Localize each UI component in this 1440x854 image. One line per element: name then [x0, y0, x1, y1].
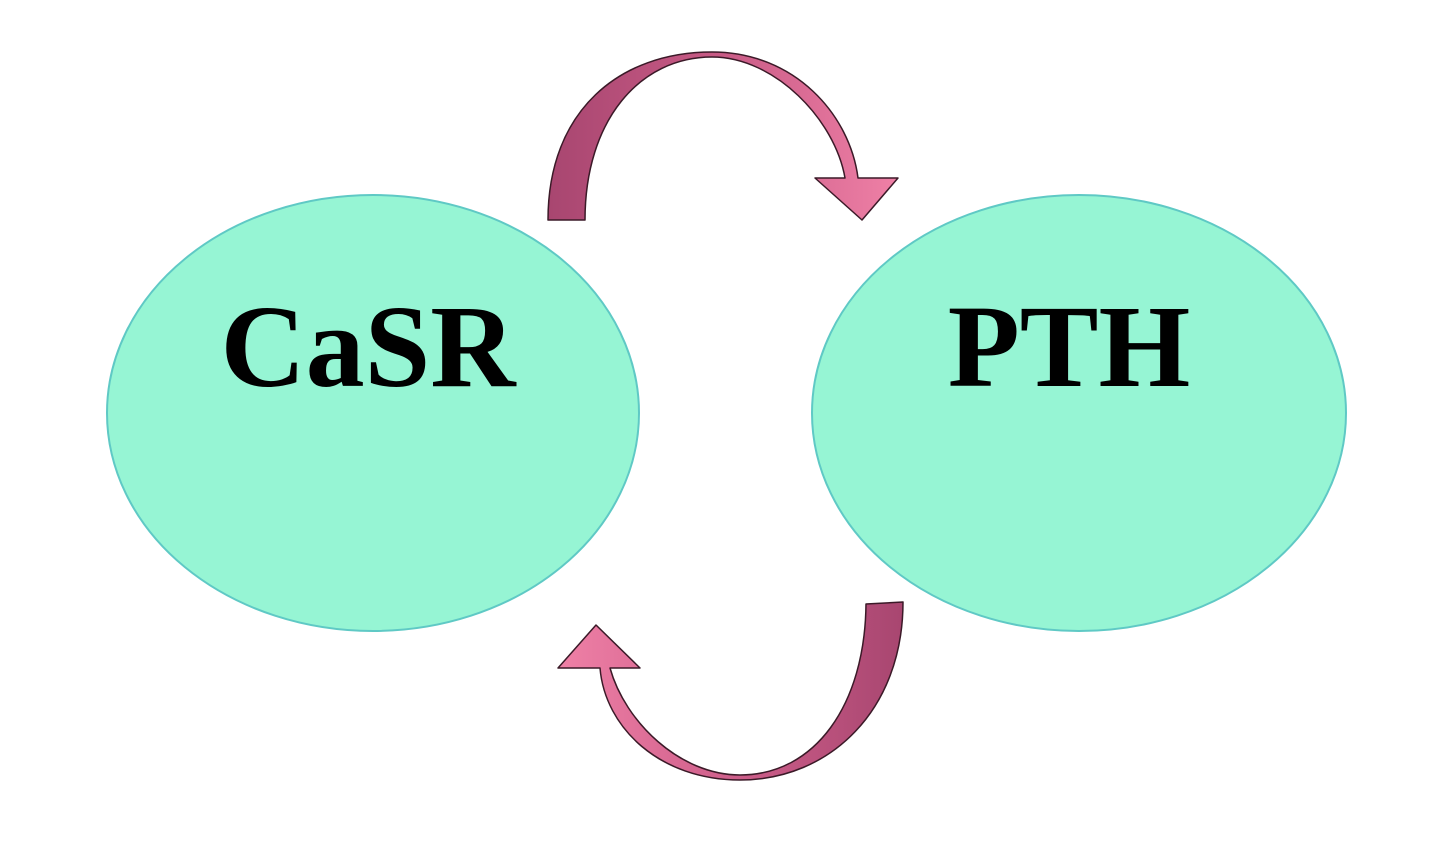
edge-pth-to-casr [557, 601, 904, 781]
node-casr-label: CaSR [220, 281, 517, 412]
node-casr: CaSR [106, 194, 640, 632]
curved-arrow-bottom-icon [557, 601, 904, 781]
node-pth-shape [811, 194, 1347, 632]
node-casr-shape [106, 194, 640, 632]
node-pth-label: PTH [948, 281, 1191, 412]
curved-arrow-top-icon [547, 51, 899, 221]
node-pth: PTH [811, 194, 1347, 632]
edge-casr-to-pth [547, 51, 899, 221]
